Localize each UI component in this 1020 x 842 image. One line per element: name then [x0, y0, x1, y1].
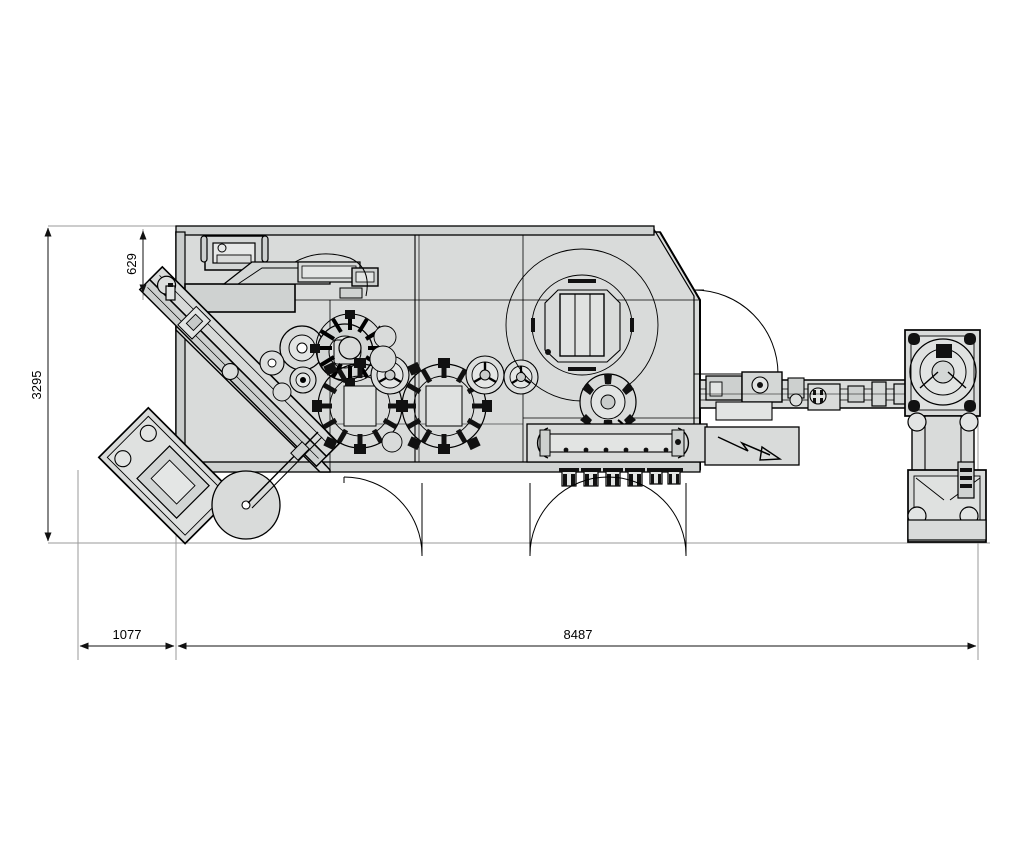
dimension-left-extent: 1077	[79, 627, 175, 650]
star-wheel-b	[396, 358, 492, 454]
center-mechanism-cluster	[259, 310, 539, 454]
tension-arm-roller	[211, 431, 323, 540]
spoked-wheel-2	[465, 355, 505, 395]
left-marker-block	[165, 283, 176, 301]
dimension-label-overall-length: 8487	[564, 627, 593, 642]
circular-access-door	[505, 248, 659, 402]
arm-end-platform	[97, 406, 236, 545]
dimension-annotations: 3295 629 1077 8487	[29, 227, 977, 650]
lightning-arrow-symbol	[704, 426, 800, 466]
inclined-arm-conveyor	[138, 265, 341, 468]
right-end-station	[904, 329, 987, 543]
dimension-overall-height: 3295	[29, 227, 52, 542]
dimension-label-offset-height: 629	[124, 253, 139, 275]
dimension-overall-length: 8487	[177, 627, 977, 650]
dimension-label-left-extent: 1077	[113, 627, 142, 642]
right-conveyor-arm	[699, 371, 913, 421]
right-lower-rotor	[579, 373, 641, 449]
spoked-wheel-3	[503, 359, 539, 395]
left-chute-assembly	[184, 253, 379, 313]
bottom-conveyor-tray	[526, 423, 708, 487]
dimension-offset-height: 629	[124, 230, 147, 294]
tray-leg-clamps	[559, 468, 683, 487]
dimension-label-overall-height: 3295	[29, 371, 44, 400]
